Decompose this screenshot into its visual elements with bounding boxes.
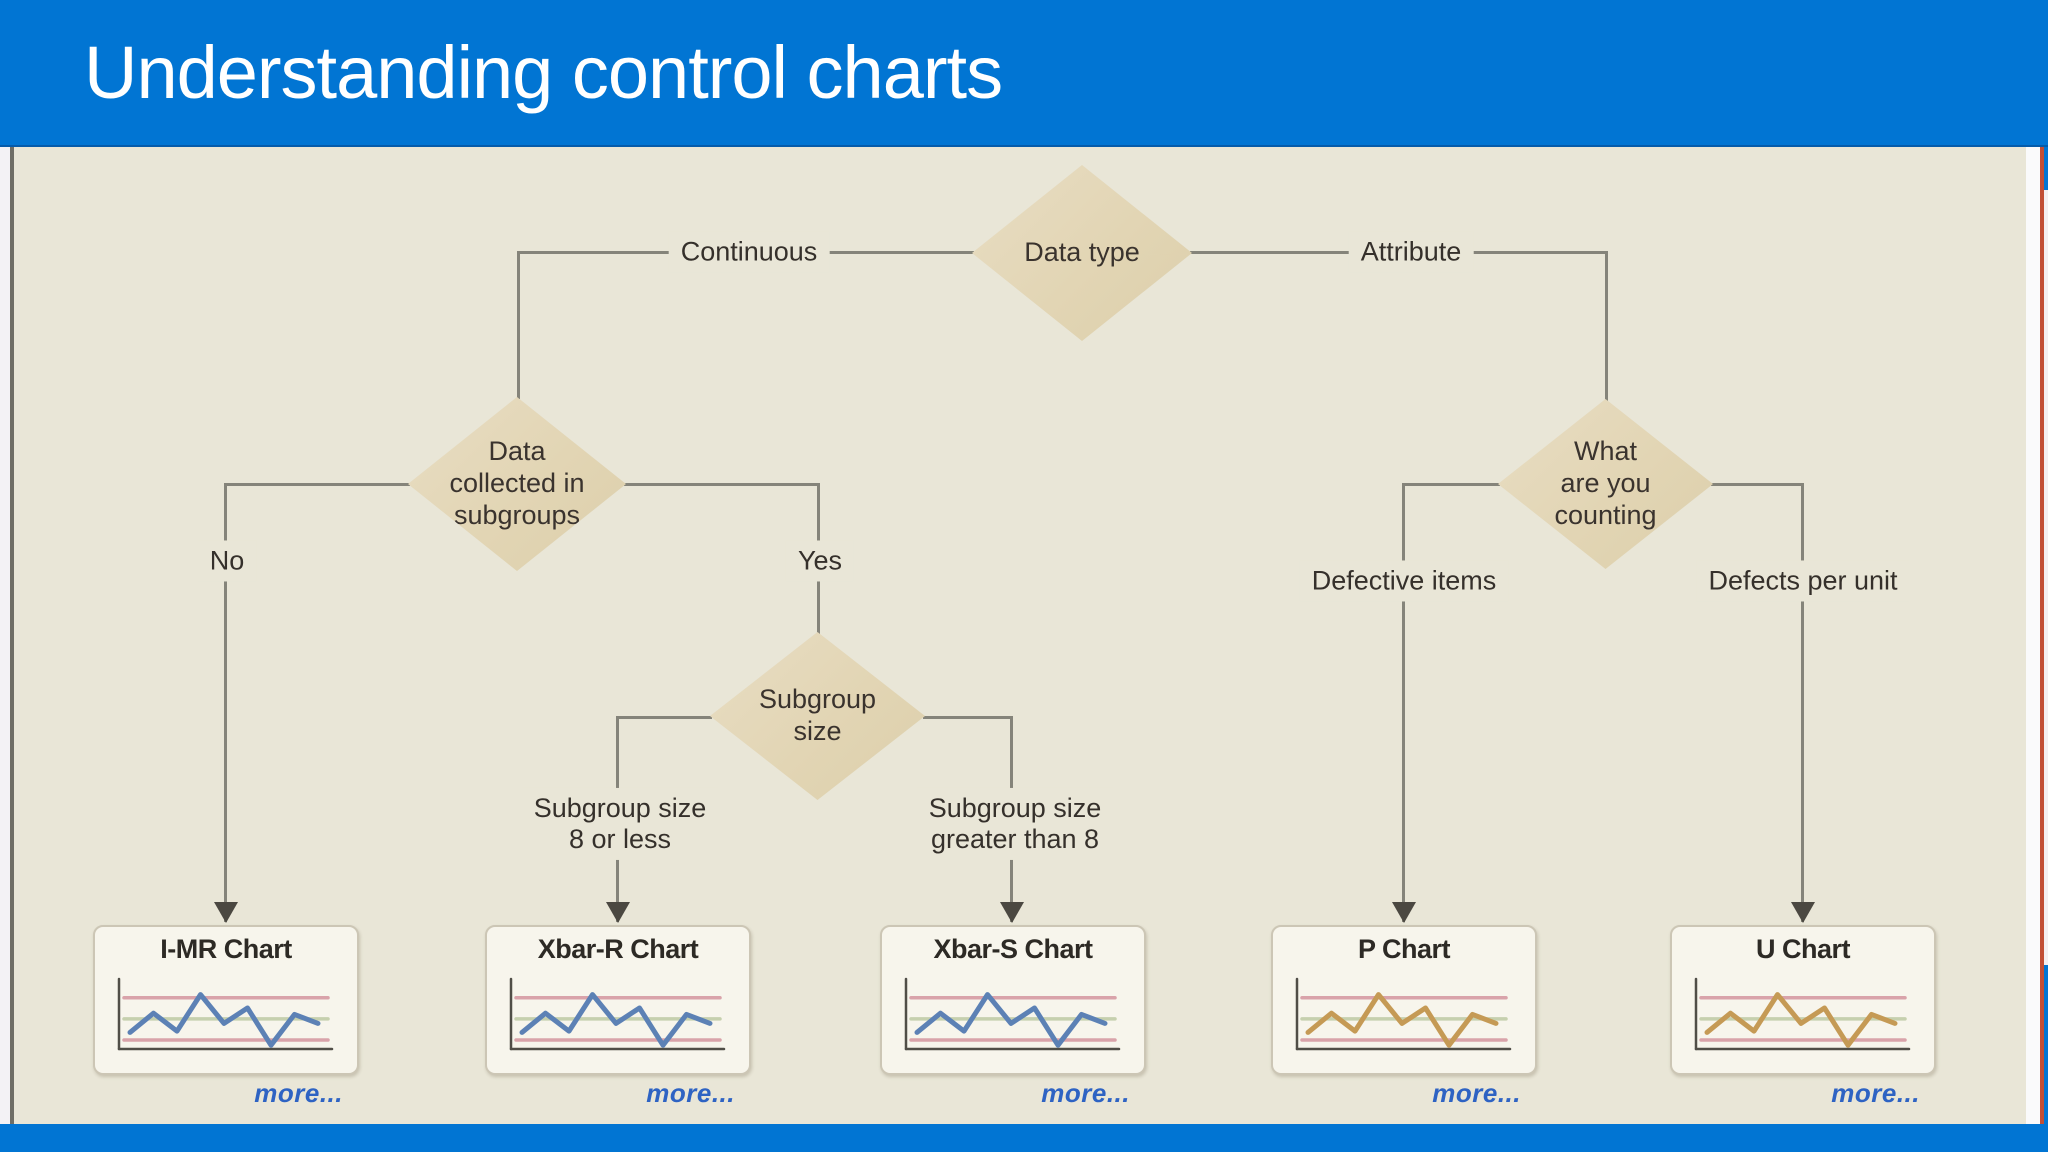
page-title: Understanding control charts bbox=[84, 31, 1003, 114]
header-bar: Understanding control charts bbox=[0, 0, 2048, 147]
connector-no-down bbox=[224, 483, 227, 922]
connector-counting-right bbox=[1711, 483, 1803, 486]
control-chart-thumbnail bbox=[509, 977, 726, 1051]
branch-label-defects-per-unit: Defects per unit bbox=[1696, 560, 1910, 602]
window-border-left bbox=[10, 145, 14, 1124]
more-link-xbar-s[interactable]: more... bbox=[1041, 1078, 1130, 1108]
more-link-xbar-r[interactable]: more... bbox=[646, 1078, 735, 1108]
branch-label-subgroup-greater-8: Subgroup size greater than 8 bbox=[916, 787, 1114, 861]
connector-subgroups-right bbox=[624, 483, 819, 486]
chart-box-imr: I-MR Chart bbox=[93, 925, 359, 1075]
chart-box-xbar-r: Xbar-R Chart bbox=[485, 925, 751, 1075]
chart-box-title: P Chart bbox=[1357, 934, 1451, 964]
chart-box-u: U Chart bbox=[1670, 925, 1936, 1075]
chart-box-title: Xbar-R Chart bbox=[537, 934, 699, 964]
chart-box-title: Xbar-S Chart bbox=[933, 934, 1093, 964]
connector-subgroups-left bbox=[226, 483, 410, 486]
arrowhead-xbarr bbox=[606, 902, 630, 923]
chart-box-p: P Chart bbox=[1271, 925, 1537, 1075]
right-edge-strip bbox=[2026, 145, 2040, 1124]
connector-attribute-down bbox=[1605, 251, 1608, 401]
branch-label-defective-items: Defective items bbox=[1299, 560, 1509, 602]
chart-box-title: I-MR Chart bbox=[160, 934, 292, 964]
decision-data-type-label: Data type bbox=[1024, 237, 1140, 268]
connector-subgroupsize-left bbox=[618, 716, 712, 719]
decision-subgroups-label: Data collected in subgroups bbox=[449, 436, 585, 530]
chart-box-xbar-s: Xbar-S Chart bbox=[880, 925, 1146, 1075]
control-chart-thumbnail bbox=[117, 977, 334, 1051]
arrowhead-imr bbox=[214, 902, 238, 923]
connector-defects-down bbox=[1801, 483, 1804, 922]
right-edge-accent-line bbox=[2040, 145, 2044, 1152]
branch-label-no: No bbox=[197, 540, 257, 582]
arrowhead-xbars bbox=[1000, 902, 1024, 923]
control-chart-thumbnail bbox=[904, 977, 1121, 1051]
arrowhead-pchart bbox=[1392, 902, 1416, 923]
bottom-accent-bar bbox=[0, 1124, 2048, 1152]
decision-data-collected-in-subgroups: Data collected in subgroups bbox=[408, 397, 626, 571]
control-chart-thumbnail bbox=[1694, 977, 1911, 1051]
control-chart-thumbnail bbox=[1295, 977, 1512, 1051]
more-link-u[interactable]: more... bbox=[1831, 1078, 1920, 1108]
connector-counting-left bbox=[1404, 483, 1500, 486]
branch-label-subgroup-8-or-less: Subgroup size 8 or less bbox=[521, 787, 719, 861]
more-link-imr[interactable]: more... bbox=[254, 1078, 343, 1108]
connector-defective-down bbox=[1402, 483, 1405, 922]
connector-subgroupsize-right bbox=[923, 716, 1012, 719]
arrowhead-uchart bbox=[1791, 902, 1815, 923]
branch-label-yes: Yes bbox=[785, 540, 855, 582]
branch-label-continuous: Continuous bbox=[668, 231, 830, 273]
chart-box-title: U Chart bbox=[1755, 934, 1851, 964]
branch-label-attribute: Attribute bbox=[1348, 231, 1474, 273]
decision-subgroup-size-label: Subgroup size bbox=[758, 684, 877, 746]
left-edge-strip bbox=[0, 145, 10, 1124]
more-link-p[interactable]: more... bbox=[1432, 1078, 1521, 1108]
decision-counting-label: What are you counting bbox=[1554, 436, 1657, 530]
right-edge-blue-bottom bbox=[2044, 965, 2048, 1152]
connector-continuous-down bbox=[517, 251, 520, 399]
